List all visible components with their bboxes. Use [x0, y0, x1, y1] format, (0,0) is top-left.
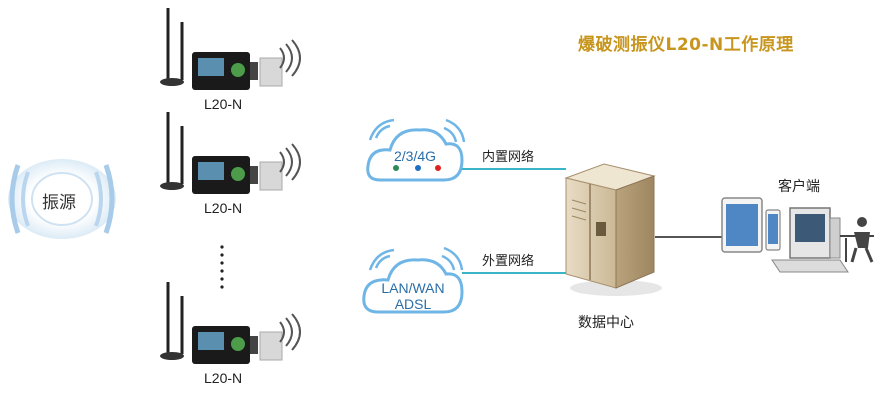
wired-cloud-label: LAN/WAN ADSL [372, 280, 454, 312]
wired-cloud-line2: ADSL [394, 296, 432, 312]
device-1-label: L20-N [204, 96, 243, 112]
device-3-icon [160, 282, 301, 364]
vibration-source-icon [8, 159, 116, 239]
client-devices-icon [721, 197, 849, 273]
device-3-label: L20-N [204, 370, 243, 386]
internal-network-label: 内置网络 [482, 150, 535, 165]
client-label: 客户端 [778, 179, 820, 195]
external-network-label: 外置网络 [482, 254, 535, 269]
person-icon [840, 217, 874, 263]
cellular-cloud-icon [366, 118, 466, 182]
ellipsis-dots [220, 245, 224, 289]
cellular-cloud-label: 2/3/4G [380, 148, 450, 164]
diagram-title: 爆破测振仪L20-N工作原理 [578, 35, 794, 55]
data-center-label: 数据中心 [578, 315, 634, 331]
device-2-label: L20-N [204, 200, 243, 216]
server-icon [564, 163, 662, 296]
vibration-source-label: 振源 [42, 193, 76, 213]
device-2-icon [160, 112, 301, 194]
wired-cloud-icon [362, 246, 464, 314]
cellular-cloud-line1: 2/3/4G [393, 148, 437, 164]
device-1-icon [160, 8, 301, 90]
wired-cloud-line1: LAN/WAN [381, 280, 445, 296]
